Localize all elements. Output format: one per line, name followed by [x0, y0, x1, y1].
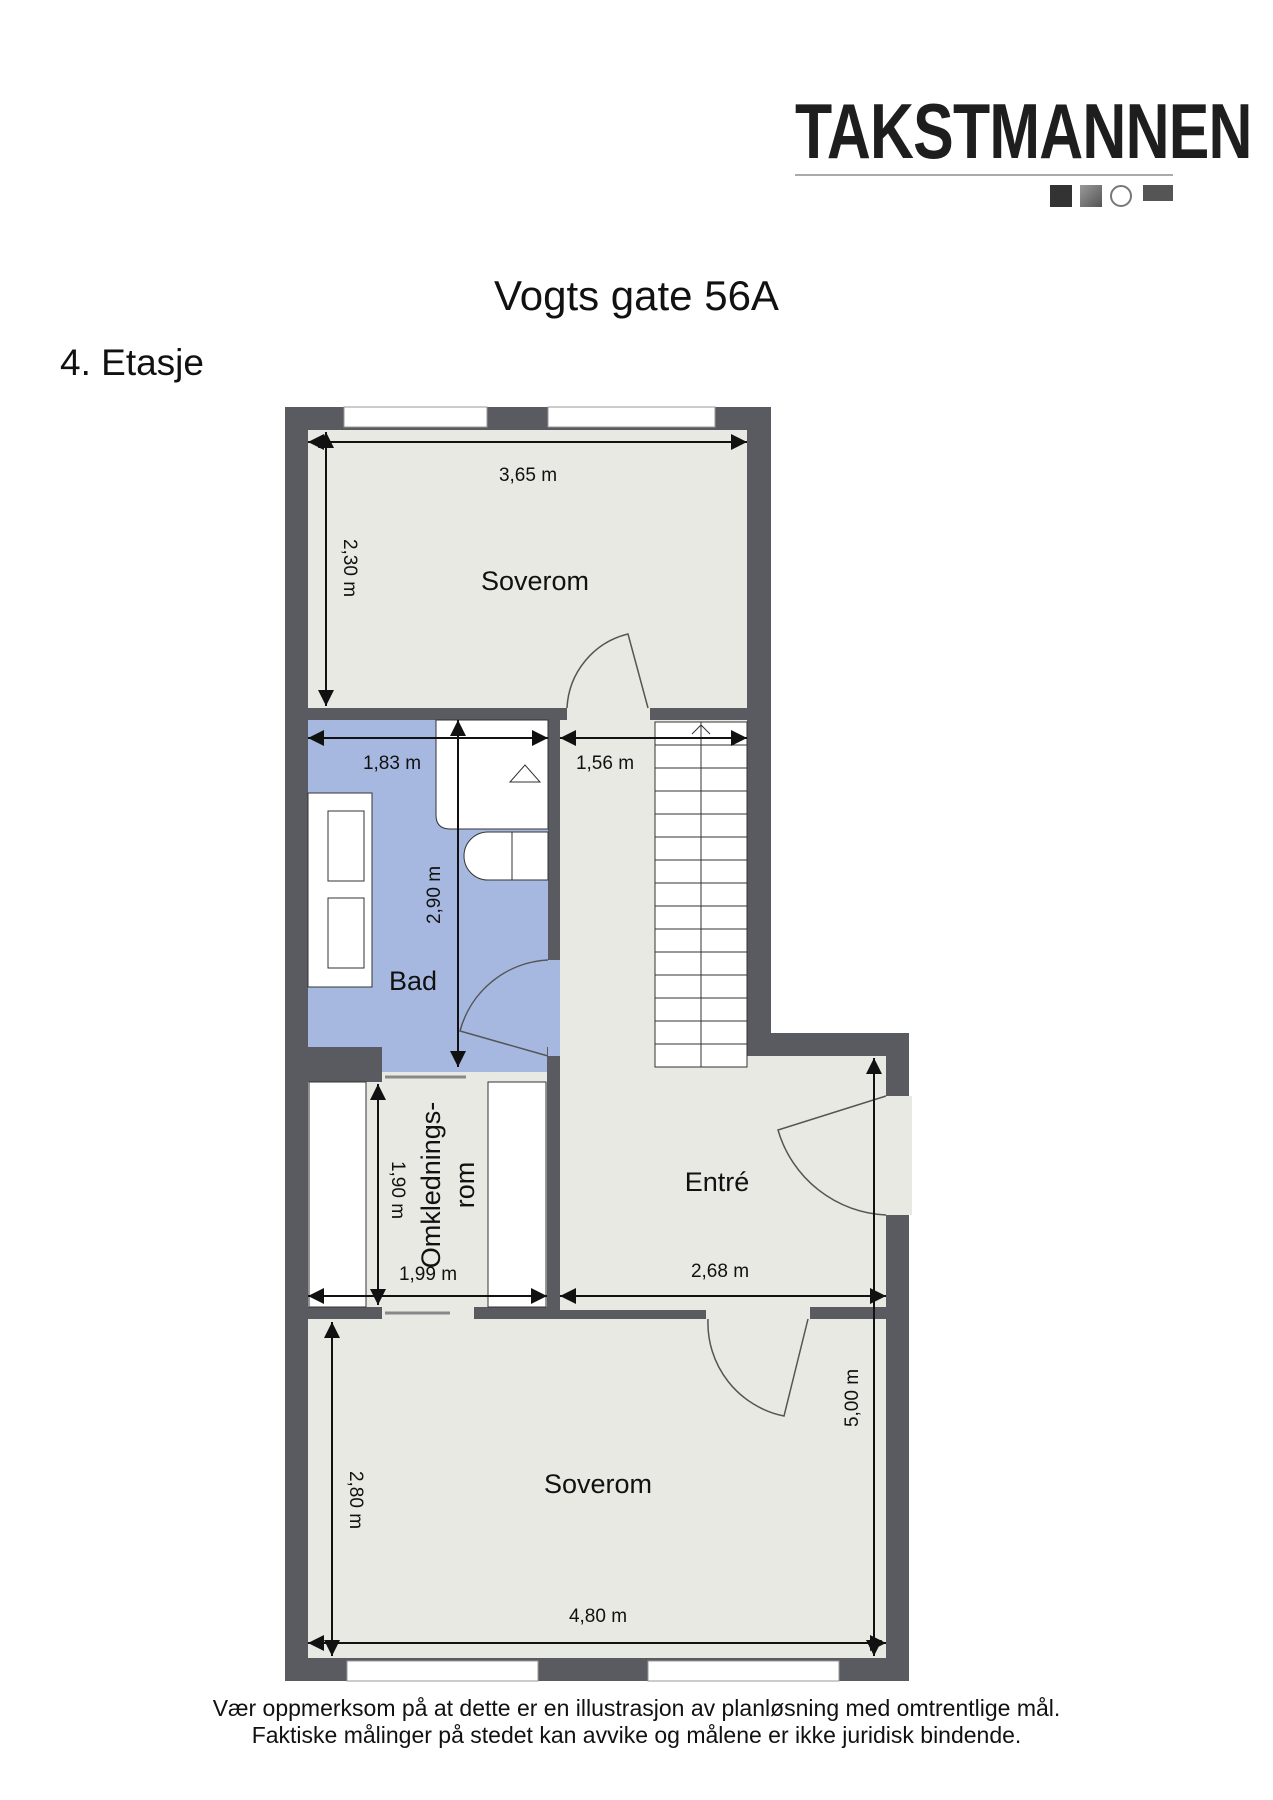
dimension-label: 1,56 m — [576, 753, 634, 774]
shower-head-icon — [508, 764, 542, 783]
logo-divider — [795, 174, 1173, 176]
dimension-lines — [308, 432, 886, 1656]
dimension-label: 2,68 m — [691, 1261, 749, 1282]
dimension-label: 1,99 m — [399, 1264, 457, 1285]
door-opening — [706, 1305, 810, 1321]
bad-floor-lower — [382, 1040, 547, 1074]
wardrobe — [487, 1081, 547, 1308]
soverom-bottom-floor — [308, 1319, 886, 1658]
brand-logo: TAKSTMANNEN — [795, 87, 1252, 175]
door-swing[interactable] — [566, 633, 649, 709]
shower — [435, 719, 549, 830]
seal-badge-icon — [1110, 185, 1132, 207]
door-opening — [567, 706, 650, 722]
room-label-soverom: Soverom — [544, 1469, 652, 1499]
staircase[interactable] — [654, 721, 748, 1068]
certification-badge-icon — [1080, 185, 1102, 207]
entrance-door-opening — [884, 1096, 912, 1215]
dimension-label: 2,80 m — [345, 1471, 366, 1529]
sink — [307, 792, 373, 988]
dimension-label: 2,90 m — [424, 866, 445, 924]
entre-floor — [560, 1056, 886, 1307]
room-label-entre: Entré — [685, 1167, 750, 1197]
soverom-top-floor — [308, 430, 747, 708]
room-label-soverom: Soverom — [481, 566, 589, 596]
room-label-omkledningsrom: Omklednings- — [416, 1102, 446, 1269]
floor-label: 4. Etasje — [60, 342, 204, 383]
dimension-label: 1,90 m — [387, 1161, 408, 1219]
dimension-label: 4,80 m — [569, 1606, 627, 1627]
dimension-label: 1,83 m — [363, 753, 421, 774]
disclaimer-line-2: Faktiske målinger på stedet kan avvike o… — [251, 1722, 1022, 1748]
disclaimer-line-1: Vær oppmerksom på at dette er en illustr… — [212, 1695, 1061, 1721]
room-label-omkledningsrom: rom — [450, 1162, 480, 1209]
toilet — [463, 831, 549, 881]
dimension-label: 2,30 m — [339, 539, 360, 597]
dimension-label: 5,00 m — [842, 1369, 863, 1427]
norsk-takst-logo-icon — [1143, 185, 1173, 201]
dimension-label: 3,65 m — [499, 465, 557, 486]
windows — [343, 406, 840, 1682]
wardrobe — [308, 1081, 367, 1308]
room-label-bad: Bad — [389, 966, 437, 996]
bad-door-gap — [548, 960, 560, 1056]
door-swing[interactable] — [707, 1318, 809, 1417]
property-address: Vogts gate 56A — [494, 272, 779, 319]
certification-badge-icon — [1050, 185, 1072, 207]
